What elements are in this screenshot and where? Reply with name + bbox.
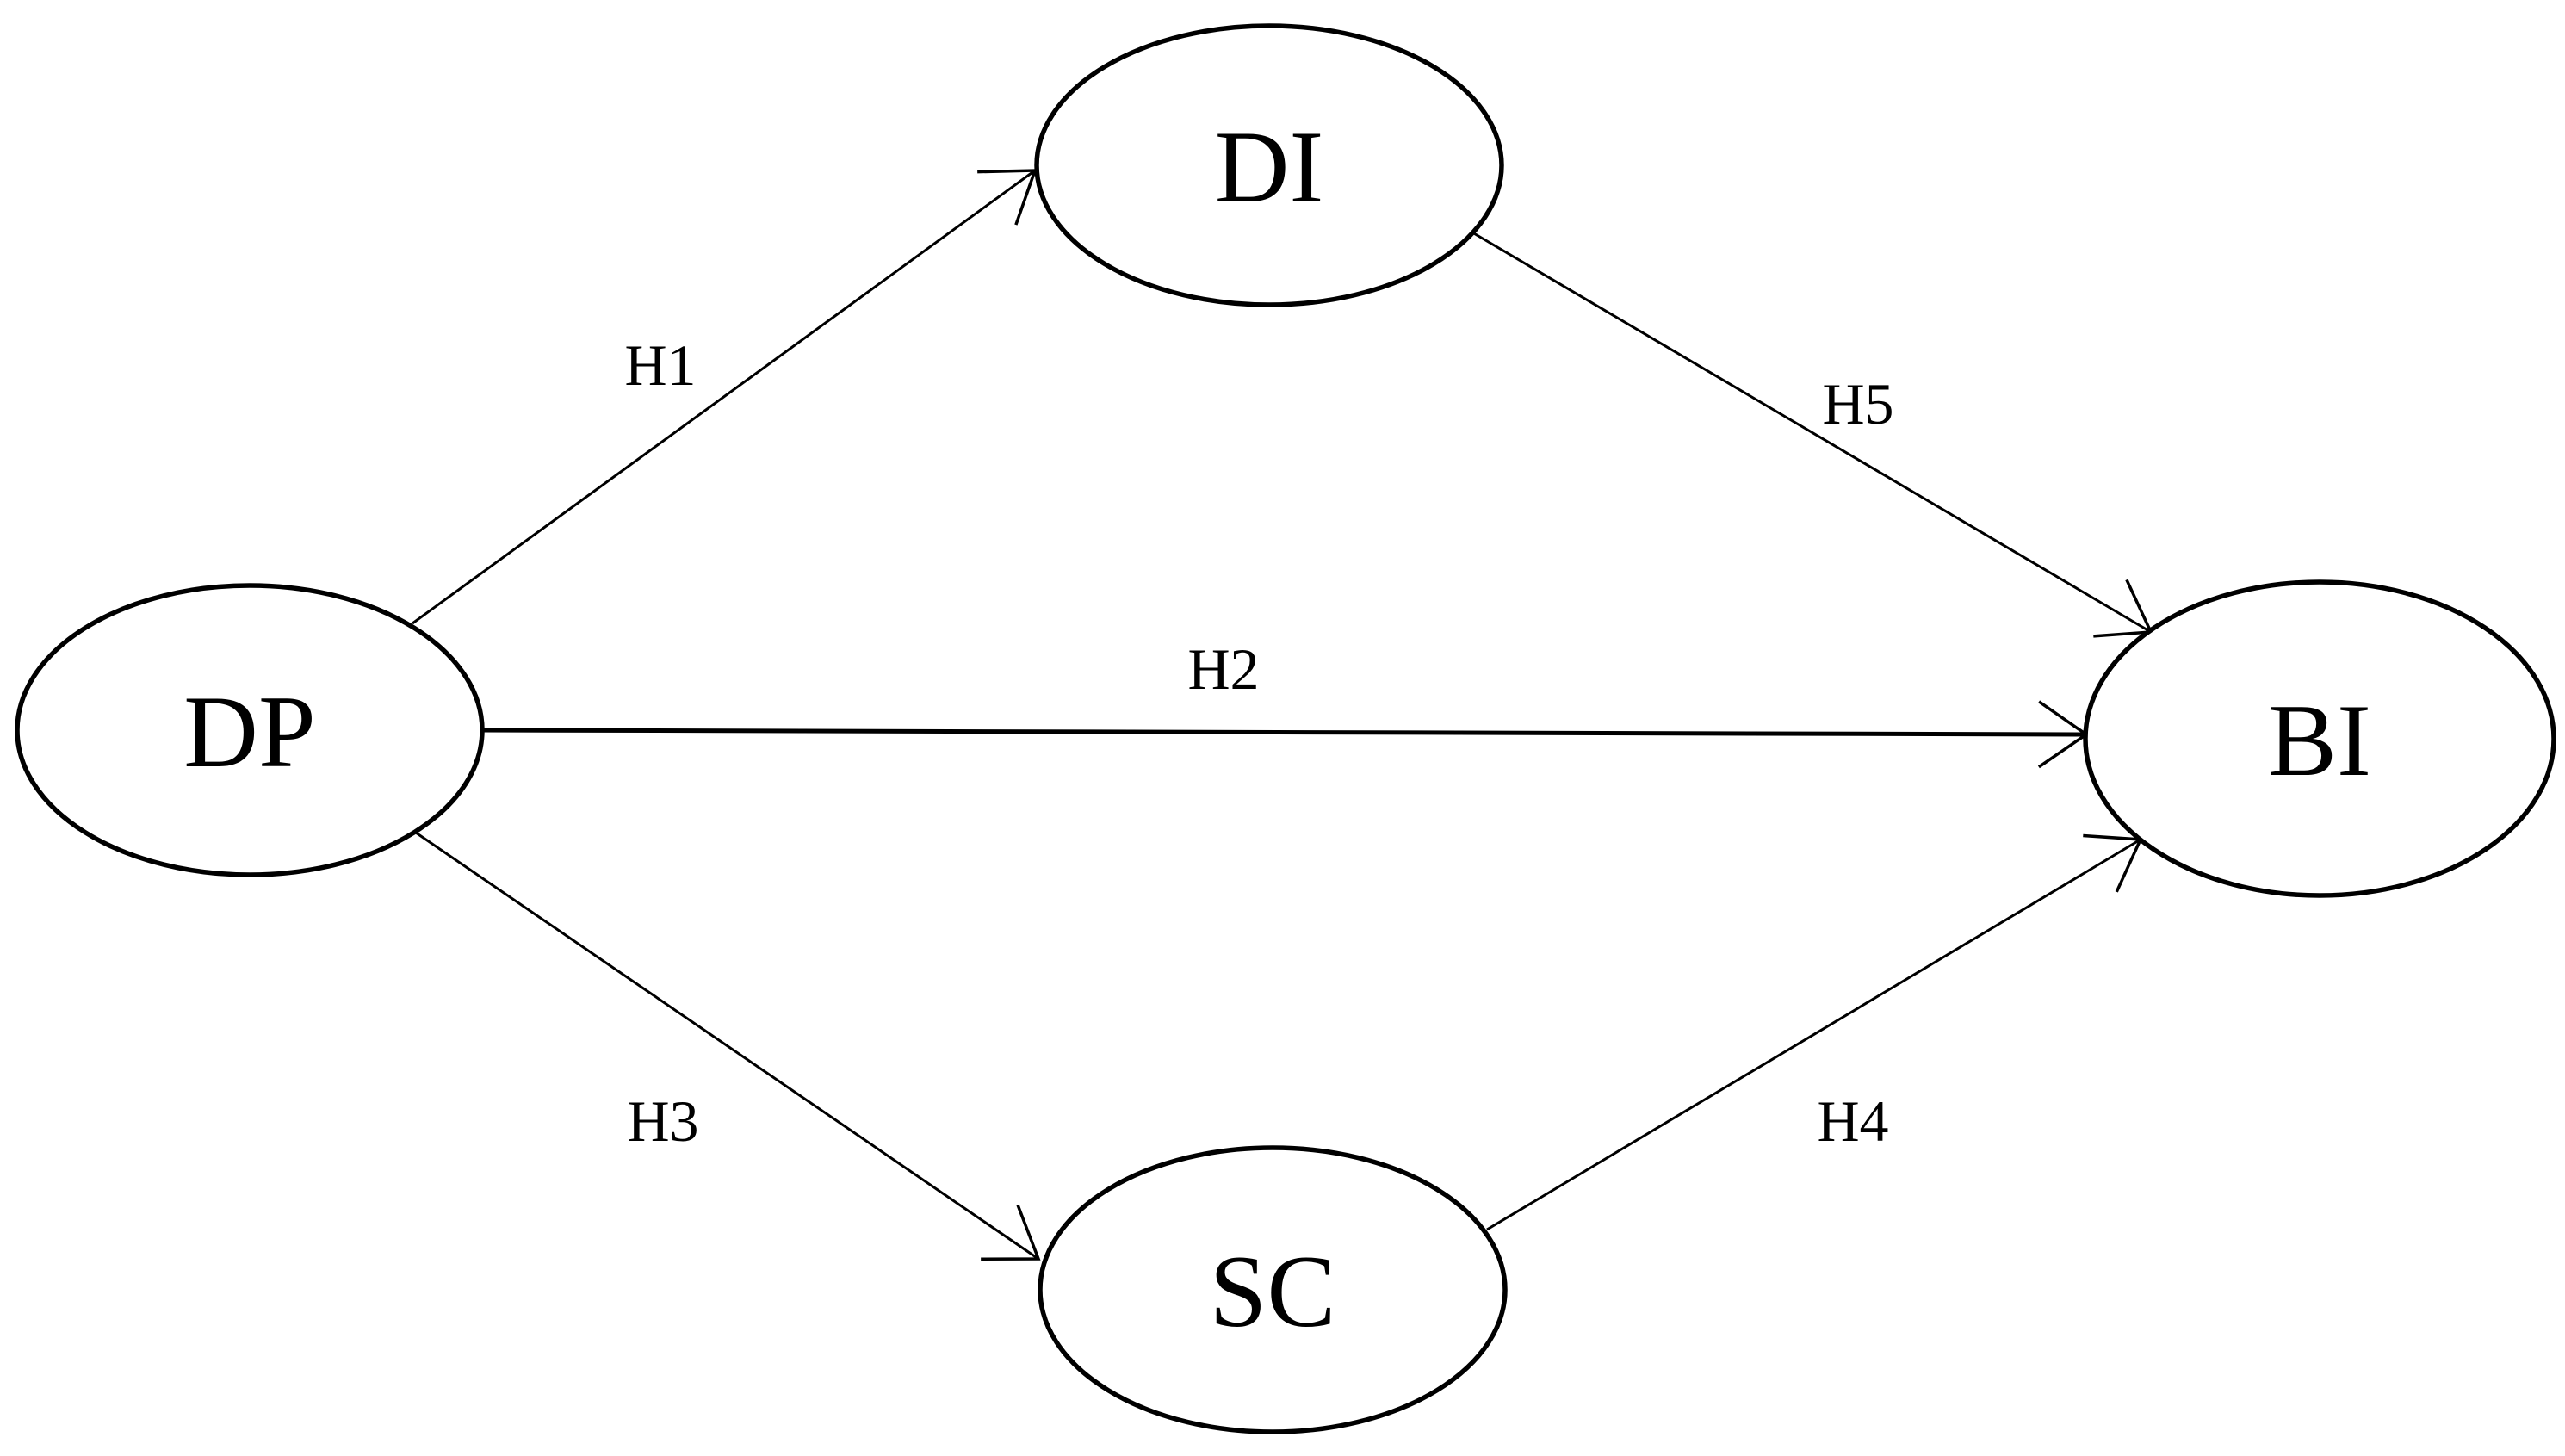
node-sc: SC [1038, 1145, 1508, 1434]
node-dp-ellipse [15, 583, 485, 877]
edge-h3-label: H3 [627, 1088, 698, 1154]
edge-h2-arrow [480, 700, 2090, 769]
edge-h3-arrow [412, 829, 1041, 1261]
node-bi-ellipse [2083, 579, 2556, 898]
edge-h1-label: H1 [624, 332, 696, 398]
node-dp-label: DP [183, 674, 315, 789]
node-sc-ellipse [1038, 1145, 1508, 1434]
edge-h3: H3 [412, 829, 1041, 1261]
node-di: DI [1034, 23, 1504, 307]
edges: H1 H2 H3 H4 H5 [412, 169, 2153, 1261]
node-dp: DP [15, 583, 485, 877]
edge-h2-label: H2 [1187, 636, 1259, 702]
edge-h5: H5 [1467, 228, 2153, 638]
nodes: DP DI SC BI [15, 23, 2556, 1434]
node-bi-label: BI [2268, 683, 2371, 797]
node-sc-label: SC [1210, 1234, 1336, 1348]
node-bi: BI [2083, 579, 2556, 898]
edge-h5-arrow [1467, 228, 2153, 638]
edge-h1: H1 [412, 169, 1038, 625]
edge-h5-label: H5 [1822, 371, 1893, 437]
node-di-ellipse [1034, 23, 1504, 307]
edge-h4-label: H4 [1817, 1088, 1888, 1154]
edge-h1-arrow [412, 169, 1038, 625]
node-di-label: DI [1215, 109, 1324, 224]
edge-h4: H4 [1486, 833, 2143, 1231]
edge-h4-arrow [1486, 833, 2143, 1231]
edge-h2: H2 [480, 636, 2090, 769]
